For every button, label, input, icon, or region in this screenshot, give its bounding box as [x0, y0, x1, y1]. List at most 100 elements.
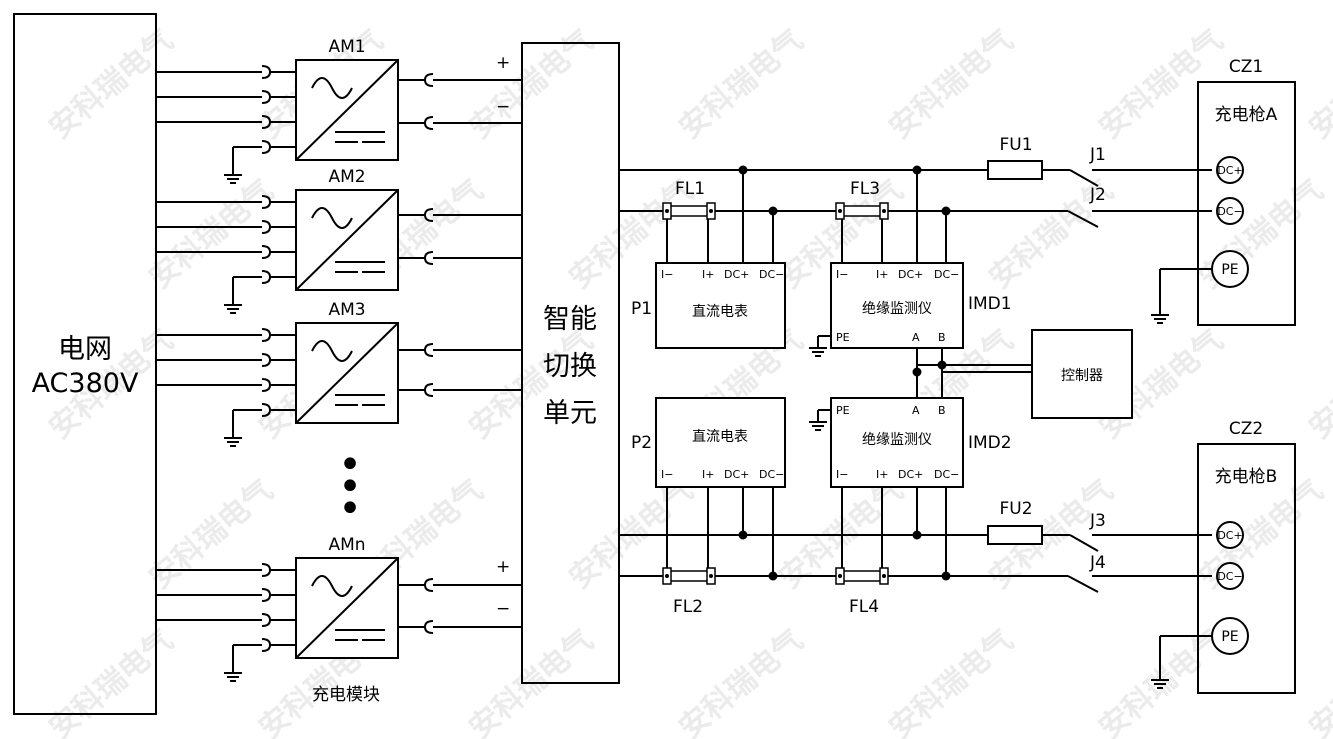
- shunt-3: [662, 567, 716, 585]
- charging-module-4: AMn: [156, 535, 522, 682]
- gun-a-dc-minus-terminal: [1216, 197, 1244, 225]
- watermark-text: 安科瑞电气: [883, 623, 1020, 739]
- meter-p1-pin-i-minus: I−: [661, 268, 673, 281]
- ellipsis-dot-1: •: [338, 442, 362, 488]
- contactor-label-j4: J4: [1089, 553, 1106, 573]
- watermark-text: 安科瑞电气: [43, 23, 180, 146]
- meter-p2-pin-i-minus: I−: [661, 468, 673, 481]
- watermark-text: 安科瑞电气: [883, 23, 1020, 146]
- imd1-pin-i-plus: I+: [876, 268, 888, 281]
- watermark-text: 安科瑞电气: [43, 623, 180, 739]
- contactor-label-j1: J1: [1089, 145, 1106, 165]
- imd2-pin-b: B: [938, 404, 946, 417]
- meter-p2-title: 直流电表: [692, 428, 748, 445]
- contactor-label-j3: J3: [1089, 511, 1106, 531]
- imd2-pin-pe: PE: [836, 404, 850, 417]
- gun-a-dc-minus-label: DC−: [1217, 205, 1242, 218]
- imd1-pin-dc-minus: DC−: [934, 268, 959, 281]
- dc-meter-p2: [655, 397, 786, 488]
- imd1-title: 绝缘监测仪: [862, 301, 932, 317]
- module-label: AM2: [328, 167, 365, 187]
- meter-p1-name: P1: [631, 299, 652, 319]
- ellipsis-dot-3: •: [338, 486, 362, 532]
- imd1-name: IMD1: [968, 294, 1012, 314]
- switch-unit-label-2: 切换: [543, 351, 597, 382]
- filter-label-fl4: FL4: [849, 597, 879, 617]
- junction-dots: [738, 165, 951, 581]
- meter-p1-pin-dc-plus: DC+: [724, 268, 749, 281]
- filter-label-fl3: FL3: [850, 179, 880, 199]
- module-label: AM3: [328, 300, 365, 320]
- shunt-1: [662, 202, 716, 220]
- imd2-title: 绝缘监测仪: [862, 432, 932, 448]
- filter-label-fl2: FL2: [673, 597, 703, 617]
- meter-p2-name: P2: [631, 433, 652, 453]
- shunt-4: [835, 567, 889, 585]
- gun-b-dc-plus-terminal: [1216, 521, 1244, 549]
- gun-b-dc-plus-label: DC+: [1217, 529, 1242, 542]
- charging-module-2: AM2: [156, 167, 522, 314]
- watermark-layer: 安科瑞电气安科瑞电气安科瑞电气安科瑞电气安科瑞电气安科瑞电气安科瑞电气安科瑞电气…: [43, 23, 1333, 739]
- gun-b-title: 充电枪B: [1215, 467, 1278, 487]
- watermark-text: 安科瑞电气: [1303, 323, 1333, 446]
- fuse-label-fu1: FU1: [999, 135, 1032, 155]
- watermark-text: 安科瑞电气: [1303, 623, 1333, 739]
- gun-cz2-id: CZ2: [1229, 419, 1263, 439]
- charging-gun-a: [1197, 81, 1296, 326]
- watermark-text: 安科瑞电气: [143, 473, 280, 596]
- gun-a-dc-plus-terminal: [1216, 156, 1244, 184]
- watermark-text: 安科瑞电气: [673, 23, 810, 146]
- imd1-pin-pe: PE: [836, 331, 850, 344]
- filter-label-fl1: FL1: [675, 179, 705, 199]
- gun-a-title: 充电枪A: [1215, 105, 1278, 125]
- plus-label-bottom: +: [496, 557, 510, 577]
- imd2-pin-dc-plus: DC+: [898, 468, 923, 481]
- gun-b-pe-label: PE: [1221, 629, 1238, 645]
- meter-p2-pin-dc-plus: DC+: [724, 468, 749, 481]
- modules-caption: 充电模块: [312, 685, 380, 705]
- switch-unit-label-1: 智能: [543, 304, 597, 335]
- meter-p2-pin-dc-minus: DC−: [759, 468, 784, 481]
- watermark-text: 安科瑞电气: [463, 23, 600, 146]
- gun-b-dc-minus-label: DC−: [1217, 570, 1242, 583]
- ellipsis-dot-2: •: [338, 464, 362, 510]
- gun-a-dc-plus-label: DC+: [1217, 164, 1242, 177]
- dc-meter-p1: [655, 262, 786, 349]
- watermark-text: 安科瑞电气: [673, 623, 810, 739]
- watermark-text: 安科瑞电气: [1093, 23, 1230, 146]
- imd2-pin-i-plus: I+: [876, 468, 888, 481]
- imd2-pin-dc-minus: DC−: [934, 468, 959, 481]
- meter-p1-title: 直流电表: [692, 303, 748, 320]
- gun-b-dc-minus-terminal: [1216, 562, 1244, 590]
- insulation-monitor-imd2: [830, 397, 964, 488]
- plus-label-top: +: [496, 53, 510, 73]
- controller-label: 控制器: [1061, 368, 1103, 384]
- fuse-fu2: [987, 525, 1043, 545]
- meter-p1-pin-dc-minus: DC−: [759, 268, 784, 281]
- imd1-pin-a: A: [912, 331, 920, 344]
- controller-box: [1031, 329, 1133, 419]
- imd2-pin-a: A: [912, 404, 920, 417]
- minus-label-bottom: −: [496, 599, 510, 619]
- shunts: [662, 202, 889, 585]
- fuse-label-fu2: FU2: [999, 499, 1032, 519]
- minus-label-top: −: [496, 97, 510, 117]
- module-label: AMn: [328, 535, 365, 555]
- fuse-fu1: [987, 160, 1043, 180]
- contactor-label-j2: J2: [1089, 185, 1106, 205]
- charging-gun-b: [1197, 443, 1296, 694]
- insulation-monitor-imd1: [830, 262, 964, 349]
- watermark-text: 安科瑞电气: [1303, 23, 1333, 146]
- watermark-text: 安科瑞电气: [463, 623, 600, 739]
- gun-a-pe-label: PE: [1221, 262, 1238, 278]
- watermark-text: 安科瑞电气: [1193, 473, 1330, 596]
- grid-label-line1: 电网: [58, 334, 112, 365]
- charging-module-3: AM3: [156, 300, 522, 447]
- module-label: AM1: [328, 37, 365, 57]
- meter-p1-pin-i-plus: I+: [702, 268, 714, 281]
- switch-unit-label-3: 单元: [543, 398, 597, 429]
- grid-label-line2: AC380V: [32, 368, 139, 399]
- imd1-pin-dc-plus: DC+: [898, 268, 923, 281]
